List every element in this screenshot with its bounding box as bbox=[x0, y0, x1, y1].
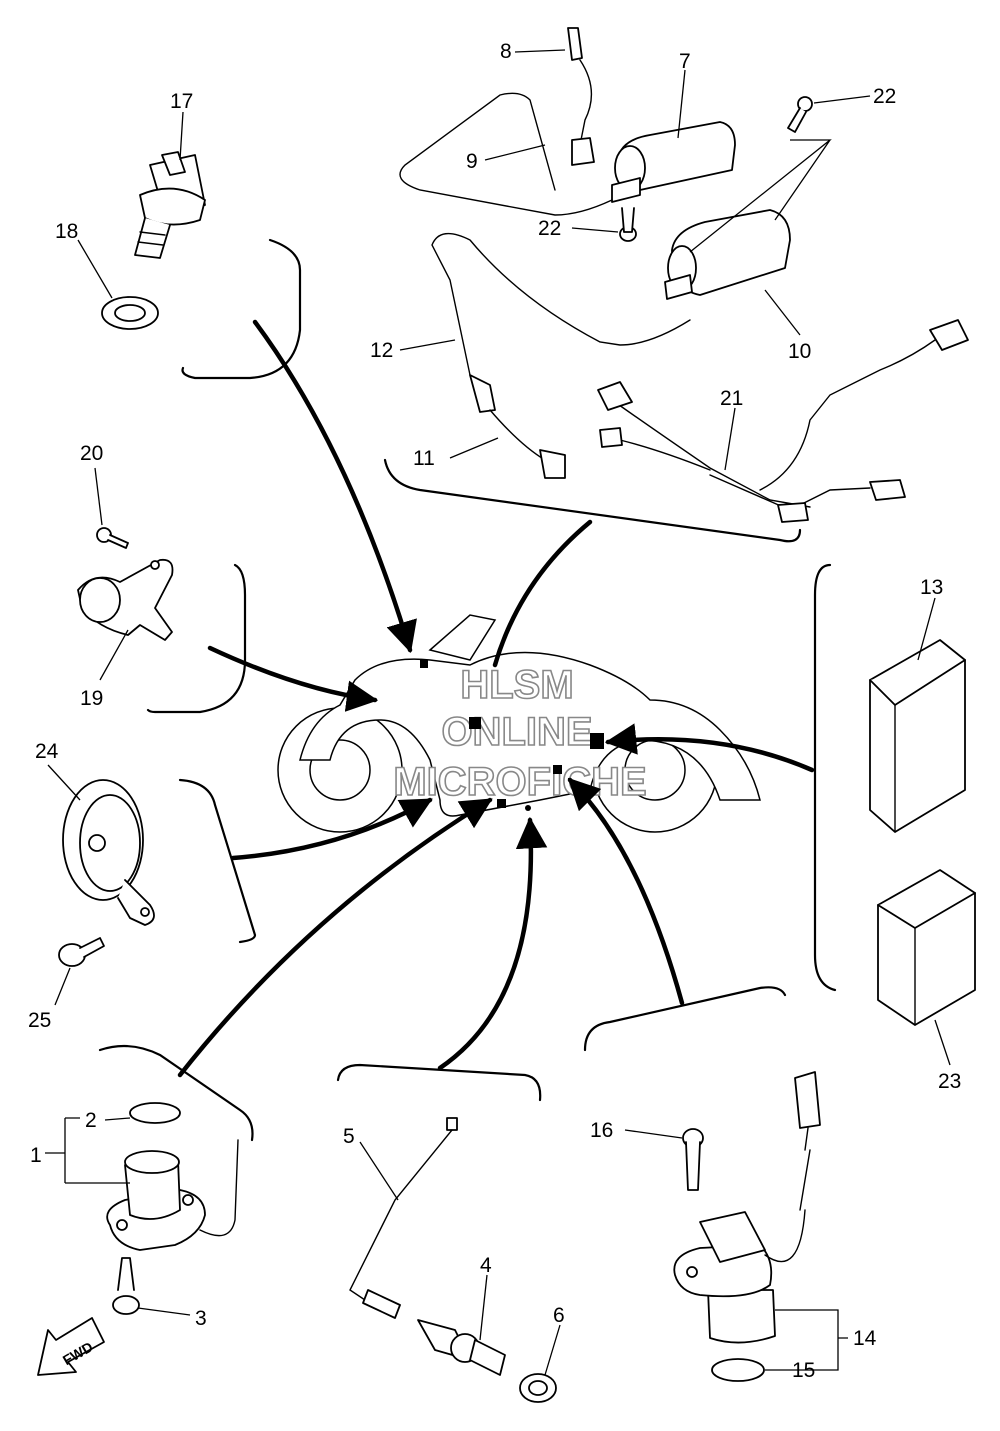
callout-14: 14 bbox=[853, 1327, 877, 1350]
harness-21 bbox=[597, 319, 969, 523]
coil-10 bbox=[664, 209, 791, 300]
group-brackets bbox=[98, 238, 837, 1142]
screw-20 bbox=[96, 527, 129, 549]
callout-24: 24 bbox=[35, 740, 59, 763]
bolt-25 bbox=[58, 937, 105, 967]
watermark: HLSM ONLINE MICROFICHE bbox=[393, 662, 648, 805]
washer-6 bbox=[519, 1373, 557, 1403]
bolt-16 bbox=[682, 1128, 704, 1191]
lead-9 bbox=[399, 92, 613, 216]
callout-15: 15 bbox=[792, 1359, 815, 1382]
callout-4: 4 bbox=[480, 1254, 492, 1277]
oring-15 bbox=[711, 1358, 765, 1382]
callout-22-top: 22 bbox=[873, 85, 896, 108]
callout-labels: 1 2 3 4 5 6 7 8 9 10 11 12 13 14 15 16 1… bbox=[28, 40, 961, 1382]
relay-23 bbox=[877, 869, 976, 1026]
plug-cap-8 bbox=[567, 27, 595, 166]
bolt-3 bbox=[112, 1257, 140, 1315]
callout-16: 16 bbox=[590, 1119, 613, 1142]
speed-sensor-19 bbox=[77, 558, 174, 641]
callout-18: 18 bbox=[55, 220, 78, 243]
svg-text:HLSM: HLSM bbox=[460, 663, 573, 707]
callout-12: 12 bbox=[370, 339, 393, 362]
svg-text:ONLINE: ONLINE bbox=[441, 710, 592, 754]
callout-7: 7 bbox=[679, 50, 691, 73]
washer-18 bbox=[101, 296, 159, 330]
coil-7 bbox=[611, 121, 736, 203]
svg-text:MICROFICHE: MICROFICHE bbox=[393, 760, 646, 804]
callout-22-mid: 22 bbox=[538, 217, 561, 240]
callout-11: 11 bbox=[413, 447, 435, 470]
callout-21: 21 bbox=[720, 387, 743, 410]
sensor-1 bbox=[106, 1102, 239, 1251]
sensor-14 bbox=[673, 1071, 821, 1344]
callout-25: 25 bbox=[28, 1009, 51, 1032]
callout-10: 10 bbox=[788, 340, 811, 363]
callout-3: 3 bbox=[195, 1307, 207, 1330]
callout-13: 13 bbox=[920, 576, 943, 599]
callout-23: 23 bbox=[938, 1070, 961, 1093]
callout-8: 8 bbox=[500, 40, 512, 63]
screw-22-mid bbox=[619, 207, 637, 242]
ecu-13 bbox=[869, 639, 966, 833]
callout-17: 17 bbox=[170, 90, 193, 113]
callout-19: 19 bbox=[80, 687, 103, 710]
lead-12 bbox=[431, 232, 691, 376]
leader-lines bbox=[45, 49, 951, 1376]
callout-5: 5 bbox=[343, 1125, 355, 1148]
location-markers bbox=[420, 660, 604, 811]
fwd-direction-badge: FWD bbox=[37, 1317, 105, 1376]
callout-6: 6 bbox=[553, 1304, 565, 1327]
callout-1: 1 bbox=[30, 1144, 42, 1167]
switch-4 bbox=[417, 1319, 506, 1376]
screw-22-top bbox=[787, 96, 813, 133]
plug-cap-11 bbox=[469, 374, 566, 479]
thermo-sensor bbox=[134, 151, 206, 259]
callout-9: 9 bbox=[466, 150, 478, 173]
callout-20: 20 bbox=[80, 442, 103, 465]
horn-24 bbox=[62, 779, 155, 926]
callout-2: 2 bbox=[85, 1109, 97, 1132]
cable-5 bbox=[349, 1117, 458, 1319]
